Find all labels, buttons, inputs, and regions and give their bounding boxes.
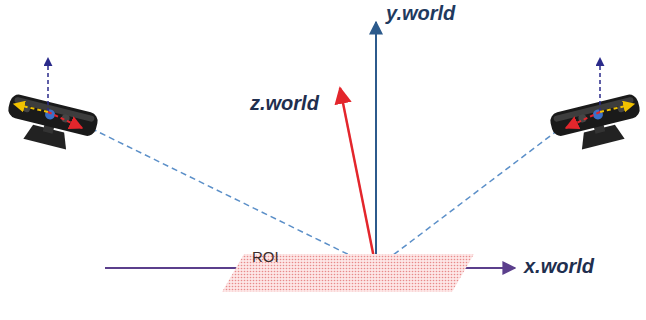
axis-label: x.world <box>524 255 594 278</box>
axis-label: z.world <box>250 92 319 115</box>
sensor-axis <box>47 58 49 112</box>
sensor-axis <box>48 112 82 128</box>
sensor-axis <box>599 58 601 112</box>
sight-line <box>82 124 376 268</box>
sensor-axis <box>566 112 600 128</box>
z-axis <box>340 88 376 268</box>
sensor-axis <box>14 104 48 112</box>
sensor-axis <box>600 104 634 112</box>
y-axis <box>375 22 377 268</box>
kinect-sensor <box>548 93 645 156</box>
roi-region: ROI <box>222 246 474 292</box>
region-label: ROI <box>252 248 279 265</box>
sight-line <box>376 124 566 268</box>
axis-label: y.world <box>386 2 455 25</box>
kinect-sensor <box>2 93 99 156</box>
